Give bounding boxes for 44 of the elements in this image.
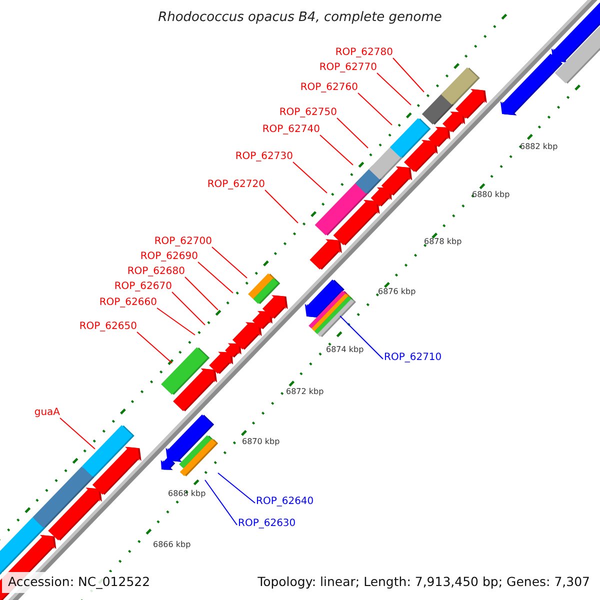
leader-line <box>198 262 234 294</box>
scale-label: 6868 kbp <box>168 490 206 498</box>
leader-line <box>136 332 172 364</box>
leader-line <box>60 418 96 450</box>
leader-line <box>340 316 384 360</box>
gene-label: ROP_62760 <box>300 83 358 93</box>
gene-label: guaA <box>34 408 60 418</box>
gene-label: ROP_62630 <box>238 519 296 529</box>
gene-label: ROP_62680 <box>127 267 185 277</box>
gene-label: ROP_62690 <box>140 252 198 262</box>
gene-label: ROP_62710 <box>384 353 442 363</box>
gene-label: ROP_62730 <box>235 152 293 162</box>
gene-label: ROP_62650 <box>79 322 137 332</box>
scale-label: 6882 kbp <box>520 143 558 151</box>
scale-label: 6880 kbp <box>472 191 510 199</box>
leader-line <box>358 92 392 126</box>
gene-label: ROP_62670 <box>114 282 172 292</box>
leader-line <box>172 292 206 326</box>
gene-label: ROP_62720 <box>207 180 265 190</box>
leader-line <box>376 72 412 106</box>
leader-line <box>336 118 368 148</box>
scale-label: 6874 kbp <box>326 346 364 354</box>
chart-title: Rhodococcus opacus B4, complete genome <box>157 11 443 24</box>
scale-label: 6866 kbp <box>153 541 191 549</box>
gene-label: ROP_62640 <box>256 497 314 507</box>
scale-label: 6876 kbp <box>378 288 416 296</box>
leader-line <box>292 162 328 194</box>
leader-line <box>212 246 248 278</box>
gene-label: ROP_62780 <box>335 48 393 58</box>
scale-label: 6870 kbp <box>242 438 280 446</box>
gene-label: ROP_62660 <box>99 298 157 308</box>
scale-label: 6872 kbp <box>286 388 324 396</box>
gene-label: ROP_62770 <box>319 63 377 73</box>
leader-line <box>184 276 218 310</box>
leader-line <box>392 58 424 92</box>
leader-line <box>320 134 354 166</box>
scale-label: 6878 kbp <box>424 238 462 246</box>
gene-label: ROP_62740 <box>262 125 320 135</box>
leader-line <box>156 308 196 336</box>
gene-label: ROP_62750 <box>279 108 337 118</box>
leader-line <box>218 472 256 504</box>
leader-line <box>204 480 238 526</box>
leader-line <box>264 190 298 224</box>
gene-label: ROP_62700 <box>154 237 212 247</box>
